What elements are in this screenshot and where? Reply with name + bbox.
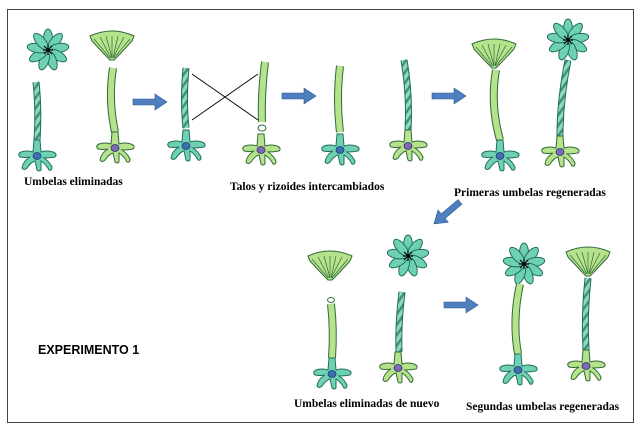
- green-rhizoid: [389, 129, 428, 162]
- green-stalk: [106, 67, 119, 133]
- caption-step-5: Segundas umbelas regeneradas: [466, 401, 620, 413]
- arrow-5: [443, 296, 479, 314]
- caption-step-1: Umbelas eliminadas: [24, 176, 123, 188]
- mushroom-umbrella-cap: [89, 30, 135, 61]
- green-rhizoid: [379, 351, 418, 384]
- caption-step-2: Talos y rizoides intercambiados: [230, 181, 385, 193]
- caption-step-4: Umbelas eliminadas de nuevo: [294, 398, 440, 410]
- green-rhizoid: [567, 349, 606, 382]
- striped-stalk: [395, 291, 406, 353]
- green-stalk: [334, 65, 344, 133]
- teal-rhizoid: [313, 357, 352, 390]
- mushroom-umbrella-cap: [565, 246, 611, 277]
- striped-stalk: [581, 277, 592, 351]
- green-stalk: [511, 283, 524, 355]
- caption-step-3: Primeras umbelas regeneradas: [454, 187, 606, 199]
- green-stalk: [257, 61, 269, 132]
- arrow-4: [433, 199, 463, 225]
- star-umbrella-cap: [545, 18, 591, 62]
- green-rhizoid: [96, 131, 135, 164]
- striped-stalk: [181, 67, 190, 129]
- green-stalk: [327, 297, 337, 359]
- arrow-3: [431, 87, 467, 105]
- arrow-1: [132, 93, 168, 111]
- striped-stalk: [32, 81, 42, 141]
- teal-rhizoid: [18, 139, 57, 172]
- star-umbrella-cap: [25, 28, 71, 72]
- exchange-cross: [191, 73, 259, 121]
- mushroom-umbrella-cap: [471, 38, 517, 69]
- teal-rhizoid: [321, 133, 360, 166]
- green-stalk: [489, 69, 504, 142]
- striped-stalk: [400, 59, 412, 131]
- star-umbrella-cap: [385, 234, 431, 278]
- arrow-2: [281, 87, 317, 105]
- experiment-label: EXPERIMENTO 1: [38, 343, 140, 357]
- star-umbrella-cap: [501, 242, 547, 286]
- mushroom-umbrella-cap: [307, 250, 353, 281]
- teal-rhizoid: [167, 129, 206, 162]
- teal-rhizoid: [499, 353, 538, 386]
- striped-stalk: [556, 59, 572, 137]
- green-rhizoid: [242, 133, 281, 166]
- teal-rhizoid: [481, 139, 520, 172]
- green-rhizoid: [541, 135, 580, 168]
